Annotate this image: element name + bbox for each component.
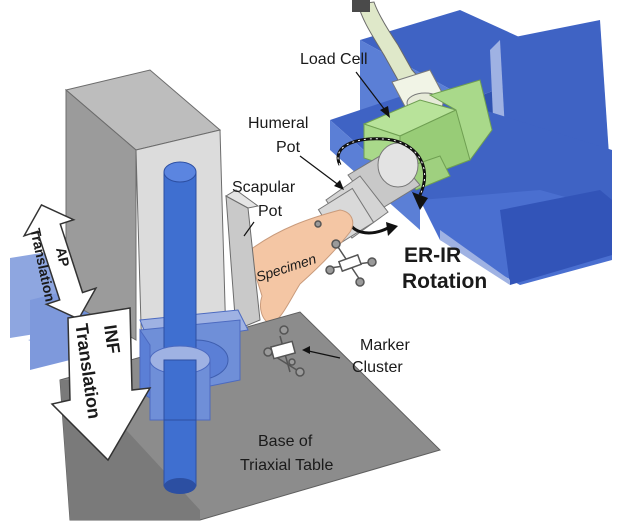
marker-cluster-label-line1: Marker: [360, 337, 410, 354]
inf-translation-arrow: [50, 307, 152, 462]
er-ir-label-line2: Rotation: [402, 270, 487, 293]
lower-marker-cluster: [263, 325, 305, 377]
humeral-pot-label-line2: Pot: [276, 139, 301, 156]
er-ir-label-line1: ER-IR: [404, 244, 461, 267]
base-label-line2: Triaxial Table: [240, 457, 333, 474]
specimen-arm: [249, 209, 354, 325]
ap-label-line1: AP: [53, 246, 73, 268]
scapular-tower: [64, 69, 261, 494]
scapular-pot-label-line1: Scapular: [232, 179, 296, 196]
load-cell-leader: [355, 71, 389, 115]
scapular-pot-leader: [243, 221, 255, 237]
load-cell-assembly: [352, 0, 493, 191]
base-label-line1: Base of: [258, 433, 313, 450]
rotation-apparatus: [330, 10, 612, 285]
humeral-pot-label-line1: Humeral: [248, 115, 308, 132]
marker-cluster-label-line2: Cluster: [352, 359, 403, 376]
scapular-pot-label-line2: Pot: [258, 203, 283, 220]
upper-marker-cluster: [314, 220, 377, 287]
vertical-rod: [163, 171, 197, 487]
load-cell-label: Load Cell: [300, 51, 368, 68]
humeral-pot-leader: [299, 155, 341, 187]
inf-label-line1: INF: [100, 323, 124, 355]
